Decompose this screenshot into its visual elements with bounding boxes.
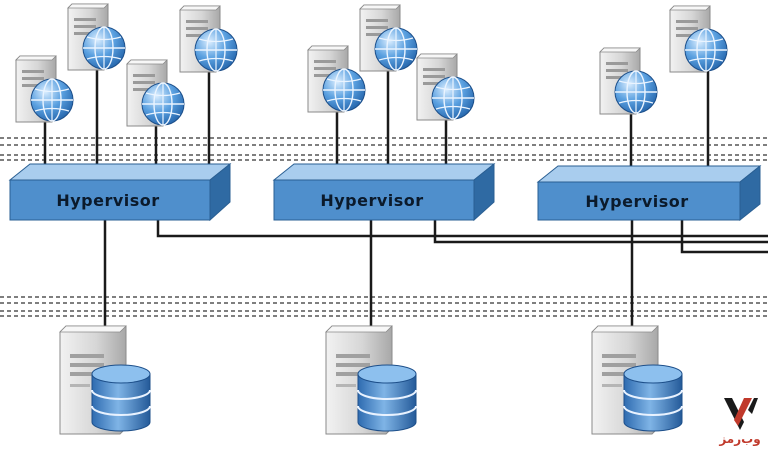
server-with-globe-icon (179, 5, 238, 73)
hypervisor-2: Hypervisor (272, 162, 496, 222)
brand-logo: وب‌رمز (718, 398, 761, 447)
lower-network-band (0, 296, 768, 317)
backbone-wires (156, 220, 768, 254)
server-with-globe-icon (307, 45, 366, 113)
server-with-globe-icon (416, 53, 475, 121)
hypervisor-label: Hypervisor (585, 192, 688, 211)
hypervisor-label: Hypervisor (56, 191, 159, 210)
logo-text: وب‌رمز (718, 432, 760, 447)
web-server-group-1 (15, 3, 238, 127)
storage-wires (103, 220, 634, 330)
web-server-group-2 (307, 4, 475, 121)
server-with-globe-icon (669, 5, 728, 73)
server-with-globe-icon (126, 59, 185, 127)
hypervisor-1: Hypervisor (8, 162, 232, 222)
upper-network-band (0, 137, 768, 161)
server-with-globe-icon (67, 3, 126, 71)
server-with-database-icon (591, 325, 683, 435)
hypervisor-3: Hypervisor (536, 164, 762, 222)
server-with-database-icon (59, 325, 151, 435)
server-with-database-icon (325, 325, 417, 435)
server-with-globe-icon (599, 47, 658, 115)
hypervisor-label: Hypervisor (320, 191, 423, 210)
server-with-globe-icon (359, 4, 418, 72)
server-with-globe-icon (15, 55, 74, 123)
